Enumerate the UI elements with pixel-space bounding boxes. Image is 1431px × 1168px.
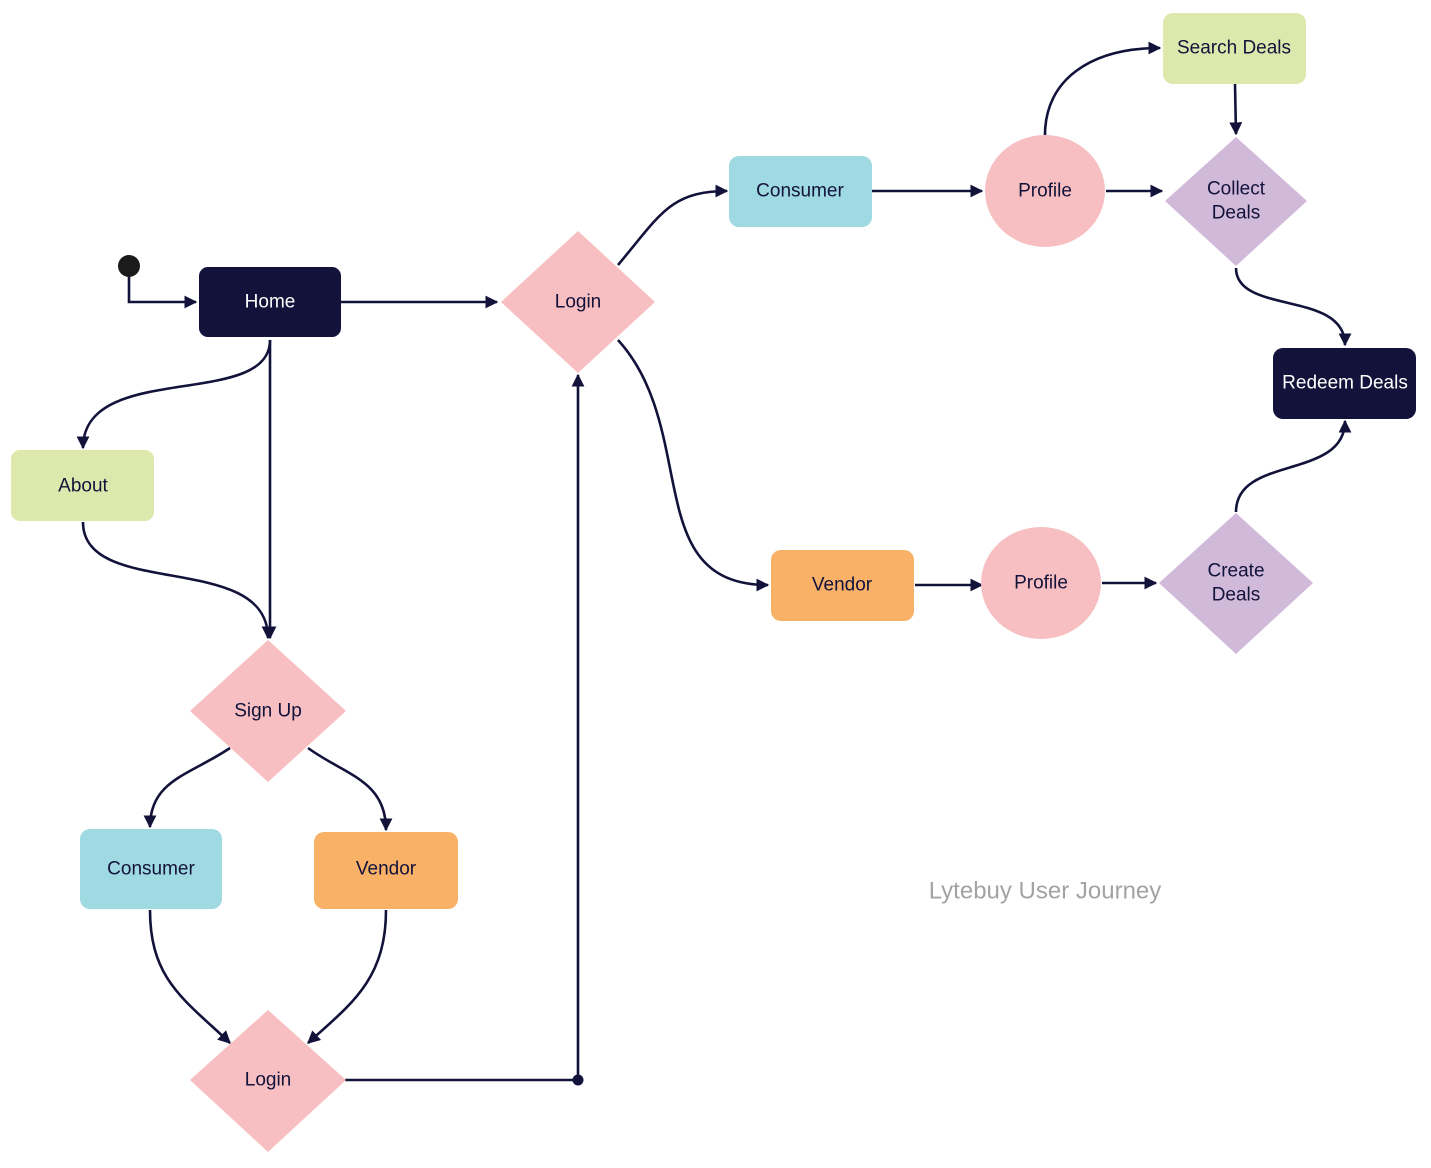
node-login-main[interactable]: Login <box>501 231 655 373</box>
edge-signup-consumer <box>143 746 231 829</box>
edges <box>76 41 1352 1086</box>
diagram-caption: Lytebuy User Journey <box>929 878 1162 905</box>
node-home-label: Home <box>245 292 296 313</box>
node-create-deals[interactable]: Create Deals <box>1159 513 1313 654</box>
node-consumer-profile[interactable]: Profile <box>985 135 1105 247</box>
edge-start-home <box>127 268 198 309</box>
node-vendor[interactable]: Vendor <box>771 550 914 621</box>
node-consumer-profile-label: Profile <box>1018 181 1072 202</box>
edge-signup-vendor <box>307 746 393 832</box>
node-search-deals[interactable]: Search Deals <box>1163 13 1306 84</box>
node-vendor-label: Vendor <box>812 575 873 596</box>
edge-login-consumer <box>617 184 729 266</box>
edge-home-about <box>76 339 272 450</box>
node-vendor-profile[interactable]: Profile <box>981 527 1101 639</box>
edge-create-redeem <box>1234 419 1352 513</box>
node-about-label: About <box>58 476 108 497</box>
node-sign-up-label: Sign Up <box>234 701 302 722</box>
node-search-deals-label: Search Deals <box>1177 38 1291 59</box>
node-signup-vendor[interactable]: Vendor <box>314 832 458 909</box>
edge-collect-redeem <box>1234 267 1352 347</box>
edge-login-vendor <box>617 339 770 592</box>
node-consumer-label: Consumer <box>756 181 844 202</box>
edge-vendor-login <box>307 909 388 1044</box>
node-home[interactable]: Home <box>199 267 341 337</box>
node-consumer[interactable]: Consumer <box>729 156 872 227</box>
node-create-deals-line-1: Create <box>1207 561 1264 582</box>
node-collect-deals-line-1: Collect <box>1207 179 1266 200</box>
node-login-bottom-label: Login <box>245 1070 292 1091</box>
junction-dot <box>572 1074 584 1086</box>
node-collect-deals-line-2: Deals <box>1212 203 1261 224</box>
edge-search-collect <box>1229 83 1243 136</box>
node-signup-vendor-label: Vendor <box>356 859 417 880</box>
edge-consumer-login <box>148 909 231 1044</box>
node-vendor-profile-label: Profile <box>1014 573 1068 594</box>
node-redeem-deals-label: Redeem Deals <box>1282 373 1408 394</box>
node-login-main-label: Login <box>555 292 602 313</box>
node-redeem-deals[interactable]: Redeem Deals <box>1273 348 1416 419</box>
node-sign-up[interactable]: Sign Up <box>190 640 346 782</box>
node-collect-deals[interactable]: Collect Deals <box>1165 137 1307 266</box>
start-node <box>118 255 140 277</box>
edge-about-signup <box>81 521 275 640</box>
node-create-deals-line-2: Deals <box>1212 585 1261 606</box>
node-signup-consumer-label: Consumer <box>107 859 195 880</box>
node-about[interactable]: About <box>11 450 154 521</box>
edge-login-bottom-to-login-main <box>345 373 585 1082</box>
edge-profile-search <box>1043 41 1162 136</box>
node-login-bottom[interactable]: Login <box>190 1010 346 1152</box>
node-signup-consumer[interactable]: Consumer <box>80 829 222 909</box>
